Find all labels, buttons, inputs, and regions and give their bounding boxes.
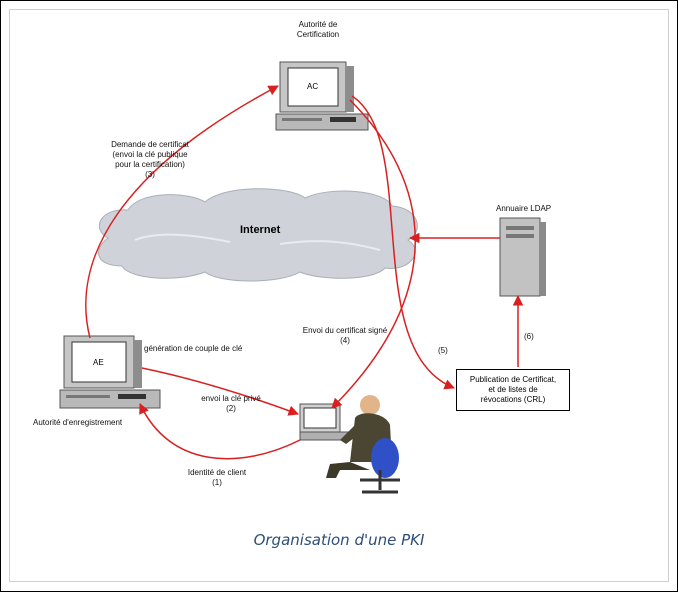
step6-num: (6) — [524, 332, 534, 341]
step3-line2: (envoi la clé publique — [112, 150, 188, 159]
publication-box: Publication de Certificat, et de listes … — [456, 369, 570, 411]
step2-label: envoi la clé privé (2) — [186, 394, 276, 414]
ca-title: Autorité de Certification — [288, 20, 348, 40]
step3-label: Demande de certificat (envoi la clé publ… — [95, 140, 205, 180]
step4-num: (4) — [340, 336, 350, 345]
ca-title-line2: Certification — [296, 30, 340, 39]
ra-screen-label: AE — [93, 358, 104, 367]
step2-num: (2) — [226, 404, 236, 413]
internet-label: Internet — [240, 224, 281, 236]
ldap-server — [499, 217, 546, 297]
arrows — [85, 85, 524, 460]
arrow-step1 — [139, 403, 301, 460]
step4-label: Envoi du certificat signé (4) — [290, 326, 400, 346]
ldap-title: Annuaire LDAP — [496, 204, 552, 213]
step1-label: Identité de client (1) — [172, 468, 262, 488]
step4-text: Envoi du certificat signé — [302, 326, 388, 335]
figure-caption: Organisation d'une PKI — [253, 531, 425, 549]
step2-text: envoi la clé privé — [201, 394, 261, 403]
step3-num: (3) — [145, 170, 155, 179]
arrow-step5 — [351, 95, 455, 390]
ca-screen-label: AC — [307, 82, 319, 91]
step3-line3: pour la certification) — [115, 160, 185, 169]
step1-text: Identité de client — [187, 468, 247, 477]
client-user — [299, 395, 400, 494]
internet-cloud — [98, 188, 418, 282]
publication-line3: révocations (CRL) — [480, 395, 546, 404]
arrow-step3 — [85, 85, 279, 339]
keygen-label: génération de couple de clé — [144, 344, 243, 353]
publication-line2: et de listes de — [488, 385, 538, 394]
ca-computer — [275, 61, 369, 131]
ra-computer — [59, 335, 161, 409]
ca-title-line1: Autorité de — [298, 20, 338, 29]
publication-line1: Publication de Certificat, — [469, 375, 557, 384]
step5-num: (5) — [438, 346, 448, 355]
step1-num: (1) — [212, 478, 222, 487]
arrow-step2 — [141, 367, 299, 416]
step3-line1: Demande de certificat — [111, 140, 189, 149]
ra-title: Autorité d'enregistrement — [33, 418, 123, 427]
